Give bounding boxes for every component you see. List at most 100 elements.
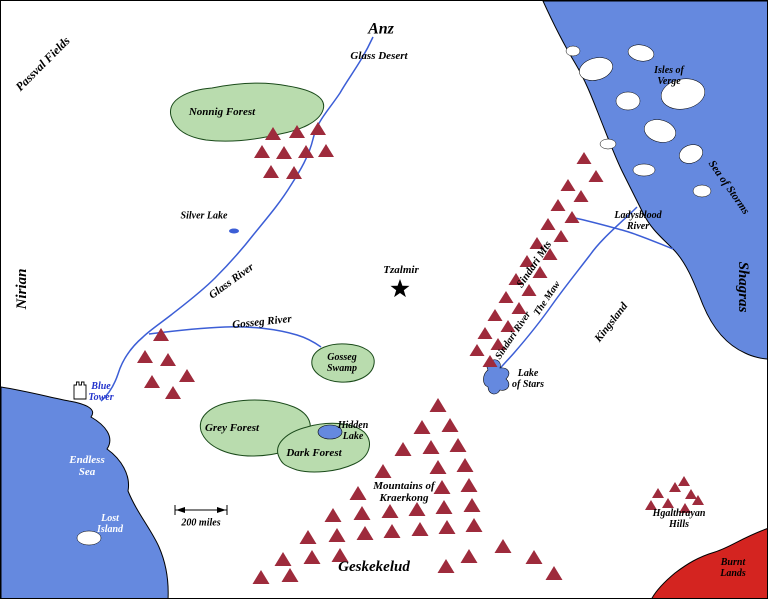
label-scale: 200 miles [181, 517, 221, 529]
label-ladysblood-river: Ladysblood River [614, 210, 662, 233]
mountain-icon [310, 122, 326, 135]
label-line: Lost [101, 513, 119, 525]
label-line: of Stars [512, 379, 544, 390]
mountain-icon [411, 522, 429, 536]
mountain-icon [553, 230, 569, 242]
mountain-icon [490, 338, 506, 350]
mountain-icon [532, 266, 548, 278]
mountain-icon [465, 518, 483, 532]
mountain-icon [413, 420, 431, 434]
mountain-icon [500, 320, 516, 332]
sindari-river-line [494, 206, 638, 375]
label-line: Verge [657, 76, 681, 87]
gosseg-river-line [148, 326, 322, 348]
island [679, 144, 703, 164]
label-gosseg-swamp: Gosseg Swamp [327, 352, 357, 375]
island [579, 57, 613, 81]
mountain-icon [576, 152, 592, 164]
mountain-icon [525, 550, 543, 564]
mountain-icon [588, 170, 604, 182]
mountain-icon [349, 486, 367, 500]
mountain-icon [521, 284, 537, 296]
mountain-icon [542, 248, 558, 260]
mountain-icon [381, 504, 399, 518]
scale-bar [174, 505, 228, 515]
label-nonnig-forest: Nonnig Forest [188, 106, 256, 119]
mountain-icon [550, 199, 566, 211]
gosseg-swamp-region [311, 343, 375, 383]
mountain-icon [573, 190, 589, 202]
mountain-icon [678, 476, 690, 486]
mountain-icon [328, 528, 346, 542]
label-line: Lands [720, 568, 746, 579]
mountain-icon [564, 211, 580, 223]
mountain-icon [165, 386, 181, 399]
label-line: Island [96, 524, 124, 535]
label-line: Burnt [720, 557, 746, 569]
blue-tower-icon [73, 381, 87, 400]
label-line: Hills [668, 519, 690, 530]
glass-river-line [100, 36, 374, 402]
mountain-icon [318, 144, 334, 157]
lake-of-stars-water [483, 359, 510, 395]
mountain-icon [679, 503, 691, 513]
label-line: Ladysblood [614, 210, 662, 222]
mountain-icon [477, 327, 493, 339]
label-line: Endless [69, 454, 105, 467]
island [692, 184, 712, 198]
mountain-icon [274, 552, 292, 566]
mountain-icon [265, 127, 281, 140]
mountain-icon [498, 291, 514, 303]
label-line: Tower [88, 392, 114, 403]
mountain-icon [511, 302, 527, 314]
lost-island [76, 530, 102, 546]
nonnig-forest-region [170, 82, 325, 142]
label-line: Hgalthrayan [652, 508, 706, 520]
mountain-icon [331, 548, 349, 562]
label-line: Hidden [337, 420, 369, 432]
mountain-icon [662, 498, 674, 508]
label-line: Isles of [654, 65, 684, 77]
mountain-icon [153, 328, 169, 341]
label-line: Mountains of [373, 480, 435, 493]
mountain-icon [692, 495, 704, 505]
mountain-icon [435, 500, 453, 514]
label-isles-of-verge: Isles of Verge [654, 65, 684, 88]
mountain-icon [463, 498, 481, 512]
island [644, 119, 676, 143]
label-burnt-lands: Burnt Lands [720, 557, 746, 580]
mountain-icon [433, 480, 451, 494]
mountain-icon [540, 218, 556, 230]
label-geskekelud: Geskekelud [338, 558, 410, 575]
label-line: Kraerkong [379, 492, 429, 504]
mountain-icon [652, 488, 664, 498]
mountain-icon [356, 526, 374, 540]
label-shagras: Shagras [735, 261, 752, 313]
mountain-icon [383, 524, 401, 538]
mountain-icon [144, 375, 160, 388]
label-endless-sea: Endless Sea [69, 454, 105, 479]
mountain-icon [303, 550, 321, 564]
mountain-icon [494, 539, 512, 553]
endless-sea-water [1, 386, 169, 598]
mountain-icon [254, 145, 270, 158]
mountain-icon [429, 460, 447, 474]
ladysblood-river-line [574, 217, 674, 250]
mountain-icon [137, 350, 153, 363]
label-hgalthrayan-hills: Hgalthrayan Hills [652, 508, 706, 531]
label-line: Lake [517, 368, 539, 380]
mountain-icon [545, 566, 563, 580]
mountain-icon [519, 255, 535, 267]
hidden-lake-water [317, 424, 343, 440]
mountain-icon [560, 179, 576, 191]
mountain-icon [449, 438, 467, 452]
mountain-icon [422, 440, 440, 454]
label-blue-tower: Blue Tower [88, 381, 114, 404]
island [660, 78, 706, 110]
label-line: River [626, 221, 650, 232]
island [565, 45, 581, 57]
mountain-icon [529, 237, 545, 249]
label-line: Sea [78, 466, 96, 478]
silver-lake-water [229, 228, 239, 234]
